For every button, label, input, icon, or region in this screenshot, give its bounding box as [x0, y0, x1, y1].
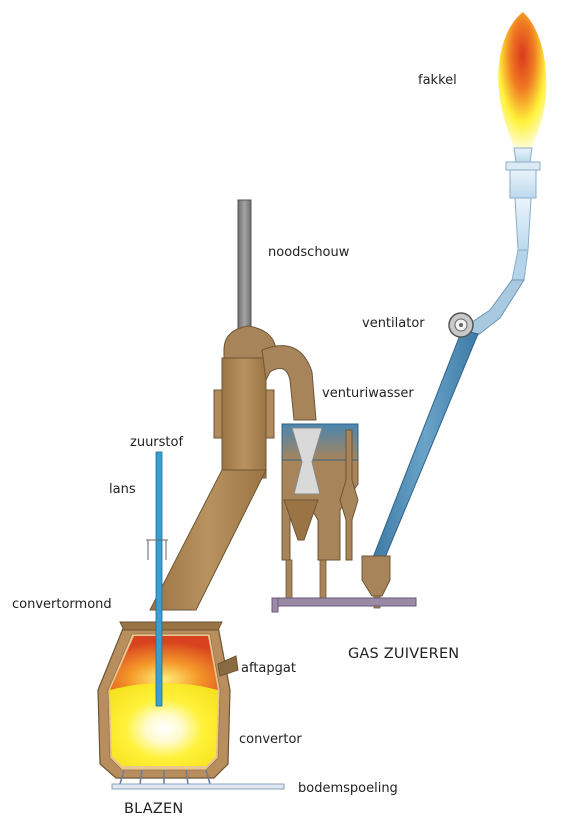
gas-cleaning-base [271, 597, 417, 613]
section-gas-zuiveren: GAS ZUIVEREN [348, 646, 460, 662]
oxygen-lance [146, 451, 168, 707]
label-aftapgat: aftapgat [241, 661, 296, 676]
label-zuurstof: zuurstof [130, 435, 184, 450]
label-noodschouw: noodschouw [268, 245, 350, 260]
flare-stack [498, 12, 547, 281]
venturi-washer [281, 423, 391, 609]
label-fakkel: fakkel [418, 73, 457, 88]
fan-icon [448, 312, 474, 338]
label-bodemspoeling: bodemspoeling [298, 781, 398, 796]
label-convertor: convertor [239, 732, 302, 747]
flue-gas-duct [149, 325, 317, 611]
venturi-icon [291, 427, 323, 495]
section-blazen: BLAZEN [124, 801, 184, 817]
emergency-chimney [237, 199, 252, 336]
label-convertormond: convertormond [12, 597, 112, 612]
converter-vessel [97, 621, 285, 790]
label-lans: lans [109, 482, 136, 497]
flame-icon [498, 12, 547, 148]
label-ventilator: ventilator [362, 316, 425, 331]
label-venturiwasser: venturiwasser [322, 386, 414, 401]
